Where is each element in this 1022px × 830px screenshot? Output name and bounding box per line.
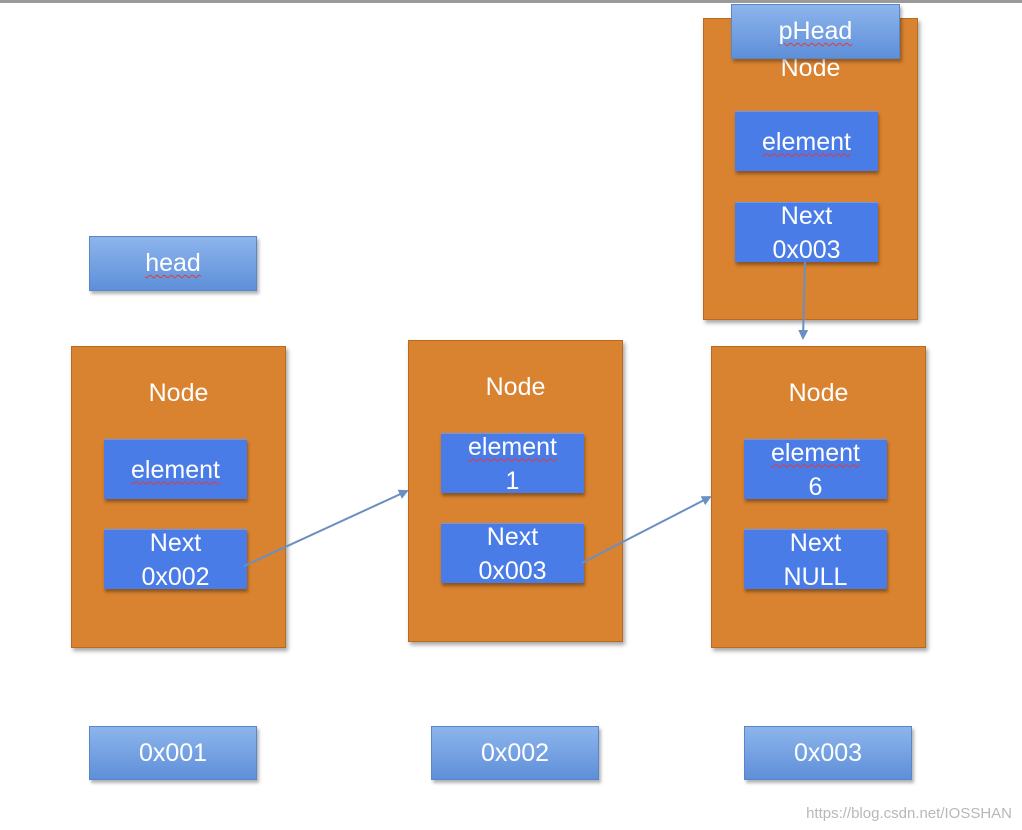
next-value: 0x002 — [141, 562, 210, 591]
next-value: 0x003 — [478, 556, 547, 585]
node-title: Node — [788, 379, 849, 407]
phead-label: pHead — [731, 4, 900, 59]
next-label: Next — [149, 528, 202, 557]
element-value: 6 — [808, 472, 823, 501]
element-label: element — [771, 438, 860, 467]
top-border — [0, 0, 1022, 3]
node-phead: Node element Next 0x003 — [703, 18, 918, 320]
arrow-node1-to-node2 — [243, 489, 409, 567]
node-1: Node element Next 0x002 — [71, 346, 286, 648]
next-label: Next — [789, 528, 842, 557]
address-label-1: 0x001 — [89, 726, 257, 780]
next-label: Next — [486, 522, 539, 551]
element-label: element — [762, 127, 851, 156]
next-field: Next 0x002 — [104, 528, 247, 591]
element-field: element 6 — [744, 438, 887, 501]
element-label: element — [131, 455, 220, 484]
next-field: Next 0x003 — [735, 201, 878, 264]
next-value: NULL — [783, 562, 848, 591]
arrow-phead-to-node3 — [798, 261, 809, 340]
element-label: element — [468, 432, 557, 461]
address-label-3: 0x003 — [744, 726, 912, 780]
next-field: Next 0x003 — [441, 522, 584, 585]
element-field: element — [735, 111, 878, 171]
next-value: 0x003 — [772, 235, 841, 264]
address-label-2: 0x002 — [431, 726, 599, 780]
node-3: Node element 6 Next NULL — [711, 346, 926, 648]
watermark: https://blog.csdn.net/IOSSHAN — [806, 805, 1012, 822]
node-title: Node — [485, 373, 546, 401]
next-field: Next NULL — [744, 528, 887, 591]
element-field: element — [104, 439, 247, 499]
element-field: element 1 — [441, 432, 584, 495]
node-2: Node element 1 Next 0x003 — [408, 340, 623, 642]
next-label: Next — [780, 201, 833, 230]
head-label: head — [89, 236, 257, 291]
element-value: 1 — [505, 466, 520, 495]
node-title: Node — [148, 379, 209, 407]
arrow-node2-to-node3 — [581, 496, 712, 564]
